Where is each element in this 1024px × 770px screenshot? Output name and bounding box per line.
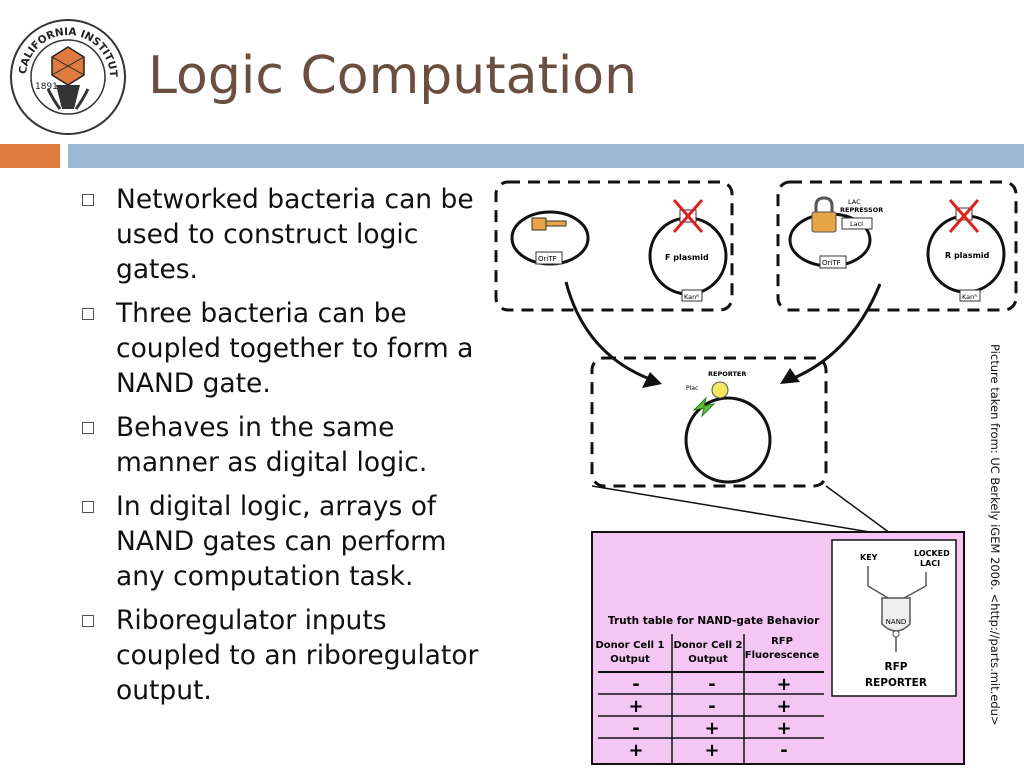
image-credit: Picture taken from: UC Berkely iGEM 2006…: [988, 344, 1002, 726]
bullet-square-icon: [82, 194, 94, 206]
table-cell: +: [628, 740, 643, 761]
svg-text:OriTF: OriTF: [822, 259, 841, 267]
table-cell: -: [632, 718, 639, 739]
bulb-icon: [711, 381, 729, 399]
x-mark-icon: [948, 199, 980, 233]
svg-text:Donor Cell 1: Donor Cell 1: [596, 640, 665, 651]
x-mark-icon: [672, 199, 704, 233]
svg-text:REPORTER: REPORTER: [708, 370, 746, 378]
table-cell: +: [704, 718, 719, 739]
svg-text:Plac: Plac: [686, 385, 698, 392]
table-cell: -: [708, 696, 715, 717]
svg-text:LAC: LAC: [848, 198, 861, 206]
caltech-logo: CALIFORNIA INSTITUTE OF TECHNOLOGY 1891: [3, 8, 128, 137]
nand-gate-symbol: [867, 566, 927, 652]
svg-text:REPRESSOR: REPRESSOR: [840, 206, 883, 214]
table-cell: +: [776, 674, 791, 695]
svg-text:LACI: LACI: [920, 559, 940, 568]
arrow-icon: [783, 283, 882, 384]
header-bar: [68, 144, 1024, 168]
bullet-item: Three bacteria can be coupled together t…: [80, 296, 490, 401]
svg-text:RFP: RFP: [771, 636, 793, 647]
slide-title: Logic Computation: [148, 46, 638, 106]
header-bar-accent: [0, 144, 60, 168]
table-cell: +: [776, 718, 791, 739]
bullet-square-icon: [82, 615, 94, 627]
lock-icon: [811, 196, 837, 233]
bullet-square-icon: [82, 308, 94, 320]
svg-text:KEY: KEY: [860, 553, 878, 562]
bullet-item: Networked bacteria can be used to constr…: [80, 182, 490, 287]
bullet-item: Behaves in the same manner as digital lo…: [80, 410, 490, 480]
table-cell: +: [628, 696, 643, 717]
bullet-square-icon: [82, 501, 94, 513]
table-cell: -: [708, 674, 715, 695]
svg-text:Output: Output: [688, 654, 728, 665]
donor-cell-1-box: [494, 180, 734, 312]
bullet-item: Riboregulator inputs coupled to an ribor…: [80, 603, 490, 708]
table-cell: -: [780, 740, 787, 761]
svg-text:Fluorescence: Fluorescence: [745, 650, 820, 661]
bullet-item: In digital logic, arrays of NAND gates c…: [80, 489, 490, 594]
svg-text:OriTF: OriTF: [538, 255, 557, 263]
table-cell: +: [776, 696, 791, 717]
svg-text:NAND: NAND: [886, 618, 907, 626]
truth-table-grid: [598, 634, 824, 764]
svg-text:REPORTER: REPORTER: [865, 677, 927, 689]
reporter-plasmid-circle: [684, 396, 772, 484]
table-cell: -: [632, 674, 639, 695]
green-arrow-icon: [692, 396, 716, 418]
svg-text:R plasmid: R plasmid: [945, 251, 990, 260]
arrow-icon: [564, 281, 659, 384]
svg-text:Donor Cell 2: Donor Cell 2: [674, 640, 743, 651]
donor-cell-2-box: [776, 180, 1018, 312]
key-icon: [531, 217, 547, 231]
reporter-cell-box: [590, 356, 828, 488]
svg-text:Kanᴿ: Kanᴿ: [962, 293, 977, 301]
bullet-list: Networked bacteria can be used to constr…: [80, 182, 490, 717]
nand-gate-figure: OriTF F plasmid Kanᴿ LAC REPRESSOR LacI …: [490, 178, 1022, 766]
table-cell: +: [704, 740, 719, 761]
svg-text:RFP: RFP: [885, 661, 908, 673]
svg-text:F plasmid: F plasmid: [665, 253, 709, 262]
logo-year: 1891: [35, 82, 58, 92]
svg-text:Output: Output: [610, 654, 650, 665]
svg-text:LacI: LacI: [850, 220, 863, 228]
svg-text:Kanᴿ: Kanᴿ: [684, 293, 699, 301]
truth-table-title: Truth table for NAND-gate Behavior: [608, 615, 820, 627]
bullet-square-icon: [82, 422, 94, 434]
svg-text:LOCKED: LOCKED: [914, 549, 950, 558]
